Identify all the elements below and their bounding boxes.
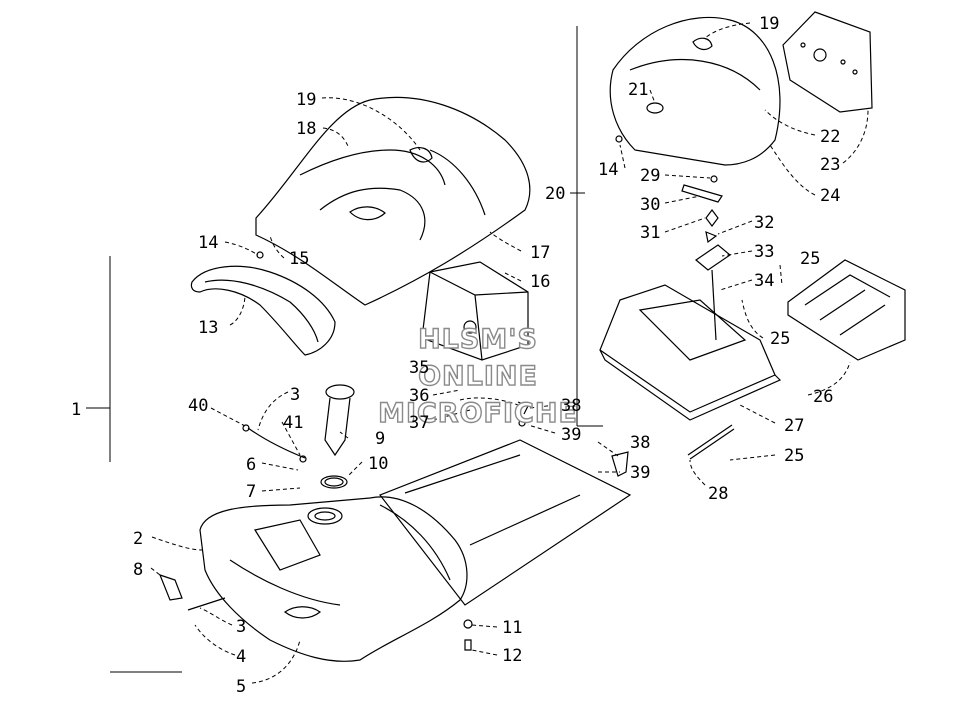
callout-9: 9 — [375, 429, 385, 449]
callout-3-bottom: 3 — [236, 617, 246, 637]
latch-assembly — [681, 175, 731, 341]
callout-38-bottom: 38 — [630, 433, 650, 453]
callout-29: 29 — [640, 166, 660, 186]
seat-front-panel — [190, 265, 336, 356]
callout-18: 18 — [296, 119, 316, 139]
callout-37: 37 — [409, 413, 429, 433]
group-bracket-1 — [86, 256, 111, 462]
watermark-line-2: ONLINE — [418, 361, 538, 392]
callout-39-top: 39 — [561, 425, 581, 445]
storage-box — [421, 261, 529, 361]
callout-33: 33 — [754, 242, 774, 262]
callout-41: 41 — [283, 413, 303, 433]
callout-11: 11 — [502, 618, 522, 638]
callout-23: 23 — [820, 155, 840, 175]
callout-21: 21 — [628, 80, 648, 100]
rear-bar — [687, 424, 733, 456]
callout-25-bottom: 25 — [784, 446, 804, 466]
callout-8: 8 — [133, 560, 143, 580]
callout-19-seat: 19 — [296, 90, 316, 110]
callout-25-top: 25 — [800, 249, 820, 269]
callout-34: 34 — [754, 271, 774, 291]
fuel-tank — [199, 496, 468, 662]
rear-storage-box — [599, 284, 782, 421]
callout-3-top: 3 — [290, 385, 300, 405]
callout-15: 15 — [289, 249, 309, 269]
callout-25-mid: 25 — [770, 329, 790, 349]
callout-40: 40 — [188, 396, 208, 416]
callout-39-bottom: 39 — [630, 463, 650, 483]
callout-12: 12 — [502, 646, 522, 666]
callout-4: 4 — [236, 647, 246, 667]
rear-console-cover — [609, 16, 781, 166]
seat-base-plate — [379, 439, 632, 606]
group-bracket-20 — [570, 26, 603, 427]
callout-27: 27 — [784, 416, 804, 436]
watermark: HLSM'S ONLINE MICROFICHE — [377, 323, 578, 429]
callout-14-left: 14 — [198, 233, 218, 253]
floor-mat — [787, 259, 906, 361]
callout-26: 26 — [813, 387, 833, 407]
fittings — [158, 135, 629, 651]
callout-31: 31 — [640, 223, 660, 243]
callout-1: 1 — [71, 400, 81, 420]
callout-32: 32 — [754, 213, 774, 233]
callout-7: 7 — [246, 482, 256, 502]
callout-28: 28 — [708, 484, 728, 504]
callout-13: 13 — [198, 318, 218, 338]
callout-17: 17 — [530, 243, 550, 263]
vent-hose — [242, 424, 307, 463]
callout-30: 30 — [640, 195, 660, 215]
callout-6: 6 — [246, 455, 256, 475]
callout-2: 2 — [133, 529, 143, 549]
watermark-line-3: MICROFICHE — [378, 398, 578, 429]
callout-19-console: 19 — [759, 14, 779, 34]
callout-10: 10 — [368, 454, 388, 474]
callout-36: 36 — [409, 386, 429, 406]
callout-16: 16 — [530, 272, 550, 292]
callout-35: 35 — [409, 358, 429, 378]
leader-lines — [150, 22, 869, 684]
callout-38-top: 38 — [561, 396, 581, 416]
callout-labels: 1 2 3 3 4 5 6 7 8 9 10 11 12 13 14 14 15… — [71, 14, 840, 697]
back-plate — [782, 11, 873, 113]
fuel-cap-sender — [320, 384, 355, 489]
callout-14-right: 14 — [598, 160, 618, 180]
callout-22: 22 — [820, 127, 840, 147]
callout-5: 5 — [236, 677, 246, 697]
callout-24: 24 — [820, 186, 840, 206]
callout-20: 20 — [545, 184, 565, 204]
watermark-line-1: HLSM'S — [418, 324, 538, 355]
